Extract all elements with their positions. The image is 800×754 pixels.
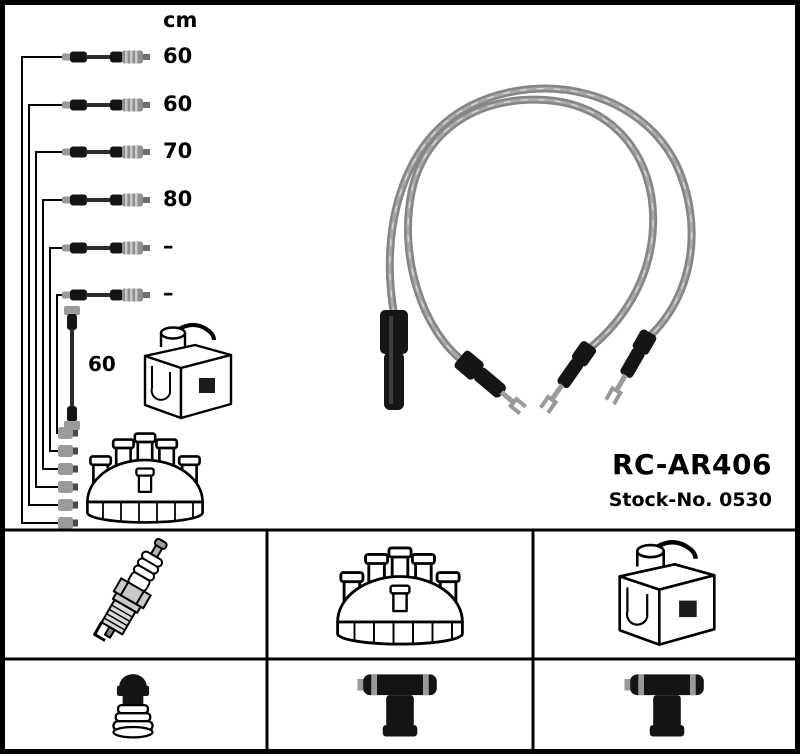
ignition-cable (404, 95, 658, 366)
lead-length-label: 70 (163, 139, 193, 163)
ignition-lead-icon (62, 98, 150, 112)
spark-plug-icon (88, 530, 179, 651)
ignition-lead-icons (62, 50, 150, 302)
spark-plug-boot-icon (380, 310, 408, 410)
ignition-lead-icon (62, 193, 150, 207)
coil-lead-icon (64, 306, 80, 430)
lead-length-label: 60 (163, 44, 193, 68)
ignition-lead-set-photo (380, 84, 696, 416)
ignition-lead-icon (62, 288, 150, 302)
lead-length-label: – (163, 281, 174, 305)
ignition-lead-icon (62, 50, 150, 64)
lead-length-label: 60 (163, 92, 193, 116)
parts-grid-lines (0, 528, 800, 754)
ignition-lead-icon (62, 241, 150, 255)
coil-lead-length-label: 60 (88, 352, 116, 376)
part-number: RC-AR406 (611, 448, 772, 481)
stock-number: Stock-No. 0530 (608, 489, 772, 511)
cap-terminal-stubs (58, 427, 78, 529)
ignition-coil-icon (143, 322, 233, 420)
distributor-cap-icon (87, 434, 202, 523)
t-boot-connector-icon (624, 674, 704, 737)
plug-connector-icon (112, 672, 154, 739)
ignition-lead-icon (62, 145, 150, 159)
lead-terminal-icon (602, 328, 658, 407)
ignition-coil-icon (620, 542, 715, 644)
t-boot-connector-icon (357, 674, 437, 737)
distributor-cap-icon (338, 548, 463, 644)
lead-length-label: – (163, 234, 174, 258)
angled-boot-icon (454, 350, 527, 416)
length-comb-lines (21, 56, 62, 524)
lead-terminal-icon (537, 339, 598, 416)
lead-length-label: 80 (163, 187, 193, 211)
unit-label: cm (163, 8, 198, 32)
ignition-cable (385, 84, 696, 340)
